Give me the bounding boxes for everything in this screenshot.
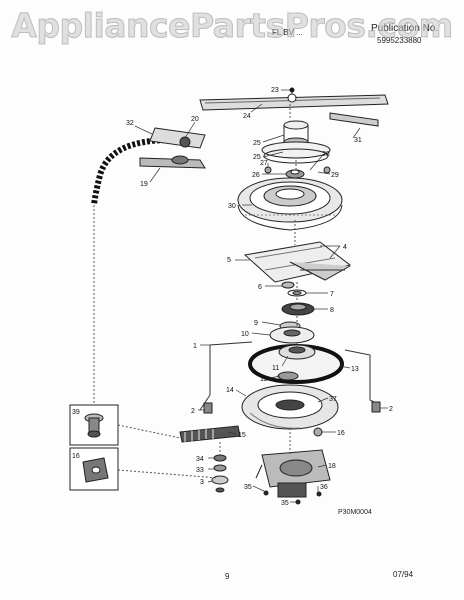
- leader-lines: [134, 89, 388, 503]
- callout-6: 6: [258, 284, 262, 291]
- header-model-text: FL BV ...: [272, 28, 303, 37]
- callout-9: 9: [254, 320, 258, 327]
- callout-19: 19: [140, 181, 148, 188]
- callout-25b: 25: [253, 154, 261, 161]
- callout-16b: 16: [337, 430, 345, 437]
- callout-4: 4: [343, 244, 347, 251]
- callout-37: 37: [329, 396, 337, 403]
- callout-26: 26: [252, 172, 260, 179]
- callout-11: 11: [272, 365, 279, 372]
- revision-date: 07/94: [393, 570, 414, 579]
- callout-31: 31: [354, 137, 362, 144]
- motor-mount-plate[interactable]: [241, 384, 339, 430]
- callout-16a: 16: [72, 453, 80, 460]
- callout-2b: 2: [389, 406, 393, 413]
- lower-housing[interactable]: [237, 177, 343, 231]
- figure-code: P30M0004: [338, 509, 372, 516]
- callout-35a: 35: [244, 484, 252, 491]
- washer-set[interactable]: [281, 281, 307, 297]
- callout-3: 3: [200, 479, 204, 486]
- pump-housing[interactable]: [248, 344, 344, 384]
- feed-tube-assembly[interactable]: [91, 127, 206, 440]
- callout-13: 13: [351, 366, 359, 373]
- drain-hose-fitting[interactable]: [179, 425, 323, 443]
- page-number: 9: [225, 572, 230, 581]
- seal-cover[interactable]: [269, 321, 315, 344]
- callout-33: 33: [196, 467, 204, 474]
- callout-20: 20: [191, 116, 199, 123]
- callout-labels: 23 24 25 25 27 26 28 29 30 31 32 20 19 4…: [72, 87, 393, 507]
- callout-32: 32: [126, 120, 134, 127]
- callout-27: 27: [260, 160, 268, 167]
- callout-14: 14: [226, 387, 234, 394]
- callout-36: 36: [320, 484, 328, 491]
- callout-18: 18: [328, 463, 336, 470]
- fasteners[interactable]: [211, 454, 229, 493]
- header-section-label: Publication No.: [371, 23, 439, 34]
- callout-25a: 25: [253, 140, 261, 147]
- callout-5: 5: [227, 257, 231, 264]
- chopper-filter[interactable]: [243, 241, 352, 283]
- inset-39[interactable]: [69, 404, 119, 446]
- callout-29: 29: [331, 172, 339, 179]
- callout-8: 8: [330, 307, 334, 314]
- callout-24: 24: [243, 113, 251, 120]
- connector-lines: [117, 104, 298, 479]
- callout-7: 7: [330, 291, 334, 298]
- inset-16[interactable]: [69, 447, 119, 491]
- header-section-number: 5995233880: [377, 36, 422, 45]
- callout-15: 15: [238, 432, 246, 439]
- callout-39: 39: [72, 409, 80, 416]
- callout-2a: 2: [191, 408, 195, 415]
- callout-35b: 35: [281, 500, 289, 507]
- callout-10: 10: [241, 331, 249, 338]
- upper-spray-arm[interactable]: [199, 87, 389, 127]
- impeller[interactable]: [281, 302, 315, 316]
- callout-34: 34: [196, 456, 204, 463]
- callout-23: 23: [271, 87, 279, 94]
- callout-30: 30: [228, 203, 236, 210]
- spray-arm-tube[interactable]: [261, 120, 331, 164]
- wire-harness[interactable]: [199, 341, 381, 414]
- callout-12: 12: [260, 376, 268, 383]
- callout-28: 28: [322, 151, 330, 158]
- pump-motor[interactable]: [255, 449, 331, 505]
- callout-1: 1: [193, 343, 197, 350]
